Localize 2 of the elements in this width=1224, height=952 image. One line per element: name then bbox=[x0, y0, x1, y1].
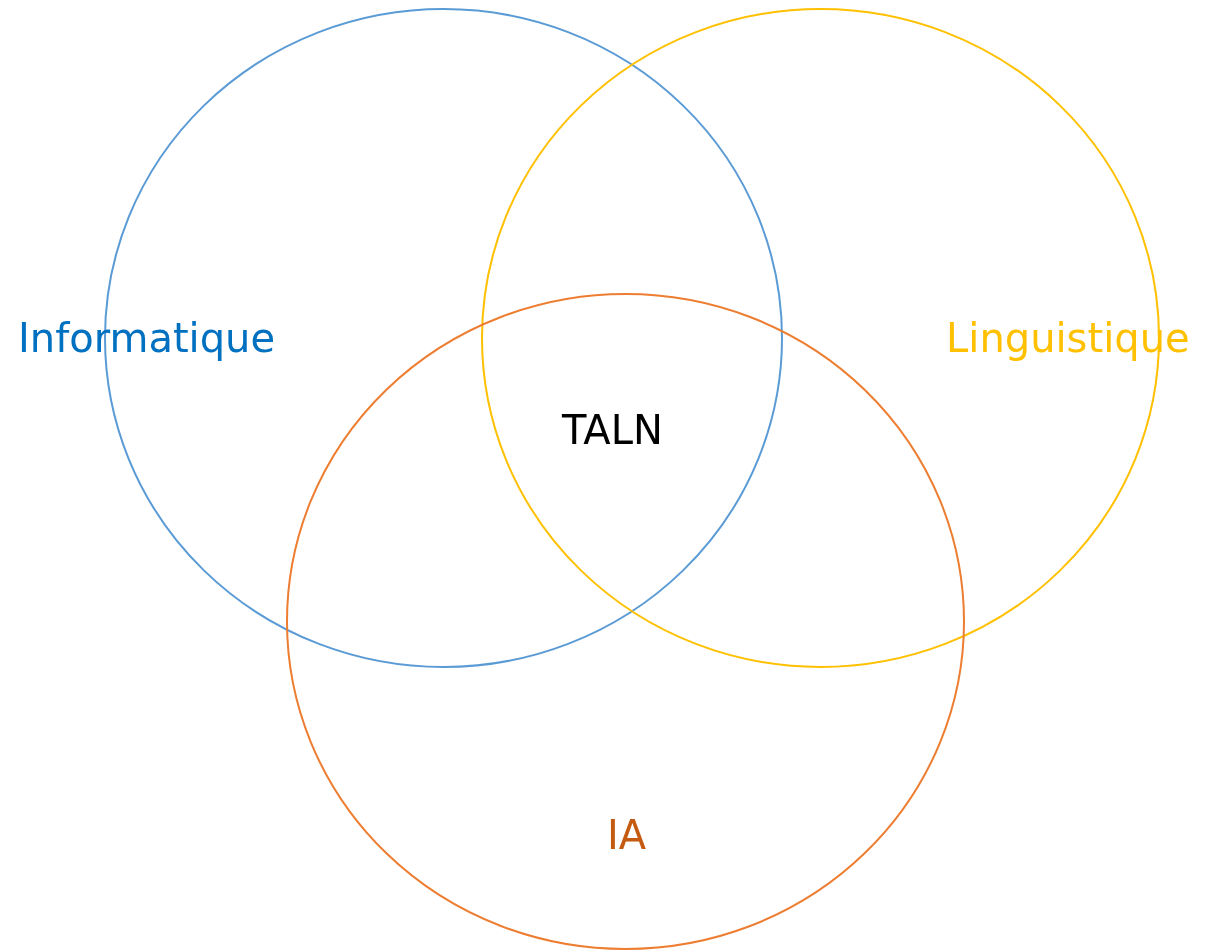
set-label: IA bbox=[607, 815, 647, 855]
intersection-label: TALN bbox=[562, 410, 663, 450]
